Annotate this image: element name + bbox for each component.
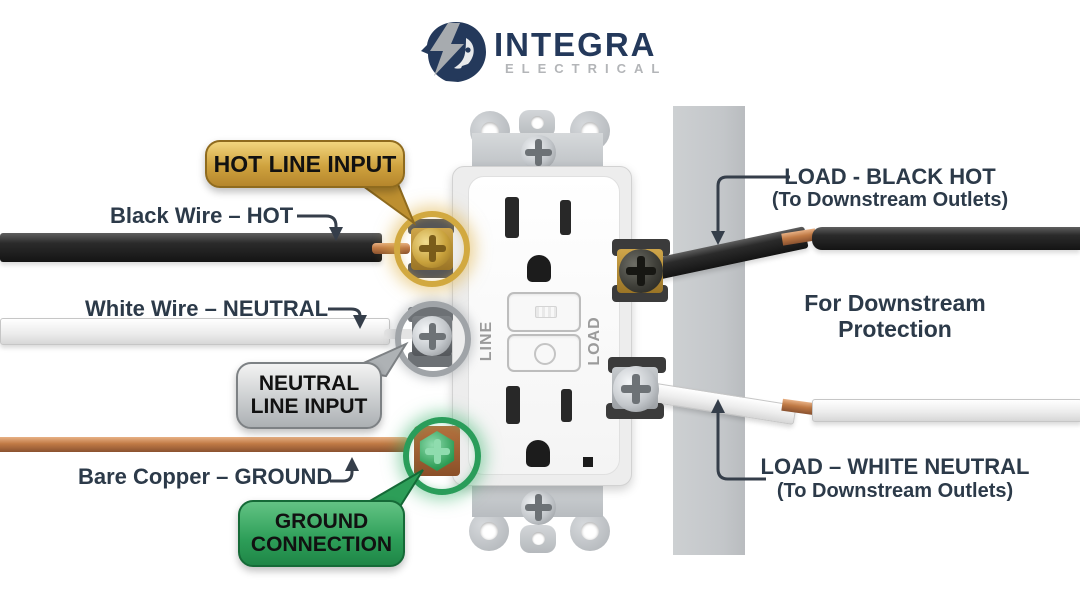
bracket-hole-bottom-right xyxy=(581,522,599,540)
load-white-neutral-sublabel: (To Downstream Outlets) xyxy=(776,480,1014,502)
test-button[interactable] xyxy=(507,334,581,372)
black-wire-hot-label: Black Wire – HOT xyxy=(110,203,294,228)
screw-cross-icon xyxy=(637,256,645,286)
reset-button-emboss xyxy=(535,306,557,318)
load-black-hot-label: LOAD - BLACK HOT xyxy=(784,164,996,189)
ground-connection-text-1: GROUND xyxy=(274,510,369,534)
test-button-circle xyxy=(534,343,556,365)
load-white-neutral-label: LOAD – WHITE NEUTRAL xyxy=(760,454,1030,479)
bottom-receptacle-hot-slot xyxy=(506,386,520,424)
line-side-label: LINE xyxy=(478,320,495,362)
hot-terminal-highlight-ring xyxy=(394,211,470,287)
load-white-wire xyxy=(812,399,1080,422)
reset-button[interactable] xyxy=(507,292,581,332)
ground-connection-callout: GROUND CONNECTION xyxy=(238,500,405,567)
bottom-receptacle-ground-hole xyxy=(526,440,550,467)
wall-stud xyxy=(673,106,745,555)
load-side-label: LOAD xyxy=(586,316,603,366)
top-receptacle-neutral-slot xyxy=(560,200,571,235)
hot-line-input-text: HOT LINE INPUT xyxy=(213,150,397,177)
bracket-tab-hole-bottom xyxy=(532,532,545,545)
ground-connection-text-2: CONNECTION xyxy=(250,532,393,556)
neutral-line-input-text-2: LINE INPUT xyxy=(250,394,368,418)
ground-copper-wire xyxy=(0,437,410,452)
white-wire-neutral-label: White Wire – NEUTRAL xyxy=(85,296,329,321)
downstream-protection-line1: For Downstream xyxy=(804,290,986,316)
top-receptacle-hot-slot xyxy=(505,197,519,238)
line-black-wire xyxy=(0,233,382,262)
screw-slot-icon xyxy=(535,139,542,166)
neutral-line-input-callout: NEUTRAL LINE INPUT xyxy=(236,362,382,429)
bare-copper-ground-label: Bare Copper – GROUND xyxy=(78,464,333,489)
line-black-wire-stripped-tip xyxy=(372,243,410,254)
top-receptacle-ground-hole xyxy=(527,255,551,282)
integra-knight-icon xyxy=(421,22,486,82)
load-black-wire xyxy=(812,227,1080,250)
line-white-wire xyxy=(0,318,390,345)
ground-terminal-highlight-ring xyxy=(403,417,481,495)
bottom-receptacle-neutral-slot xyxy=(561,389,572,422)
hot-line-input-callout: HOT LINE INPUT xyxy=(205,140,405,188)
neutral-terminal-highlight-ring xyxy=(395,301,471,377)
bracket-hole-bottom-left xyxy=(480,522,498,540)
indicator-square xyxy=(583,457,593,467)
logo-subtitle: ELECTRICAL xyxy=(505,61,668,76)
screw-slot-icon xyxy=(535,494,542,521)
downstream-protection-label: For Downstream Protection xyxy=(770,290,1020,343)
neutral-line-input-text-1: NEUTRAL xyxy=(258,372,360,396)
bracket-tab-hole-top xyxy=(531,116,544,129)
screw-cross-icon xyxy=(632,374,640,404)
logo-title: INTEGRA xyxy=(494,26,657,63)
load-black-hot-sublabel: (To Downstream Outlets) xyxy=(771,189,1009,211)
downstream-protection-line2: Protection xyxy=(838,316,952,343)
